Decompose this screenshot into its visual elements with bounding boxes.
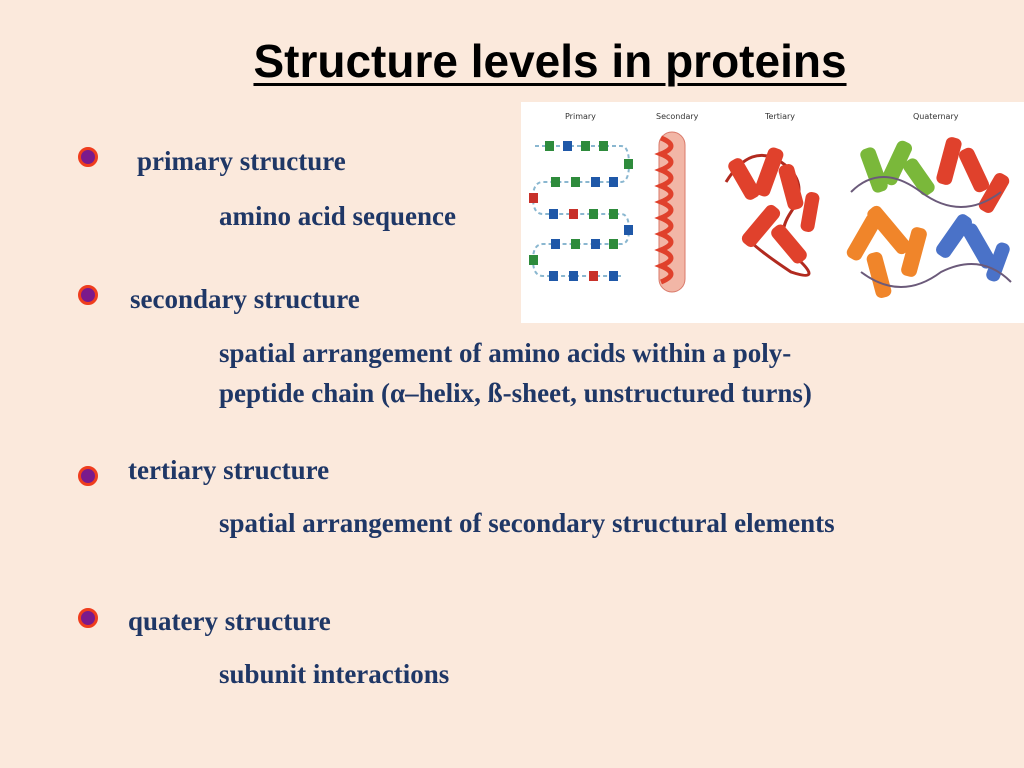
panel-label-quaternary: Quaternary bbox=[913, 112, 959, 121]
quaternary-structure-detail: subunit interactions bbox=[219, 659, 450, 689]
bullet-icon bbox=[78, 285, 98, 305]
bullet-icon bbox=[78, 147, 98, 167]
panel-label-tertiary: Tertiary bbox=[764, 112, 795, 121]
primary-structure-heading: primary structure bbox=[137, 146, 346, 176]
quaternary-structure-heading: quatery structure bbox=[128, 606, 331, 636]
subunit-orange bbox=[846, 205, 927, 298]
primary-structure-detail: amino acid sequence bbox=[219, 201, 457, 231]
tertiary-structure-heading: tertiary structure bbox=[128, 455, 330, 485]
bullet-icon bbox=[78, 466, 98, 486]
bullet-icon bbox=[78, 608, 98, 628]
quaternary-structure-assembly bbox=[846, 137, 1012, 298]
secondary-structure-detail-line-2: peptide chain (α–helix, ß-sheet, unstruc… bbox=[219, 378, 812, 408]
subunit-red bbox=[936, 137, 1010, 213]
slide-title: Structure levels in proteins bbox=[253, 35, 847, 87]
protein-structure-figure: Primary Secondary Tertiary Quaternary bbox=[521, 102, 1024, 323]
subunit-blue bbox=[936, 214, 1010, 282]
secondary-structure-helix bbox=[654, 131, 686, 293]
secondary-structure-heading: secondary structure bbox=[130, 284, 360, 314]
panel-label-secondary: Secondary bbox=[656, 112, 699, 121]
panel-label-primary: Primary bbox=[565, 112, 596, 121]
subunit-green bbox=[860, 140, 935, 196]
primary-structure-chain bbox=[529, 141, 633, 281]
secondary-structure-detail-line-1: spatial arrangement of amino acids withi… bbox=[219, 338, 792, 368]
tertiary-structure-detail: spatial arrangement of secondary structu… bbox=[219, 508, 835, 538]
tertiary-structure-fold bbox=[724, 147, 820, 277]
